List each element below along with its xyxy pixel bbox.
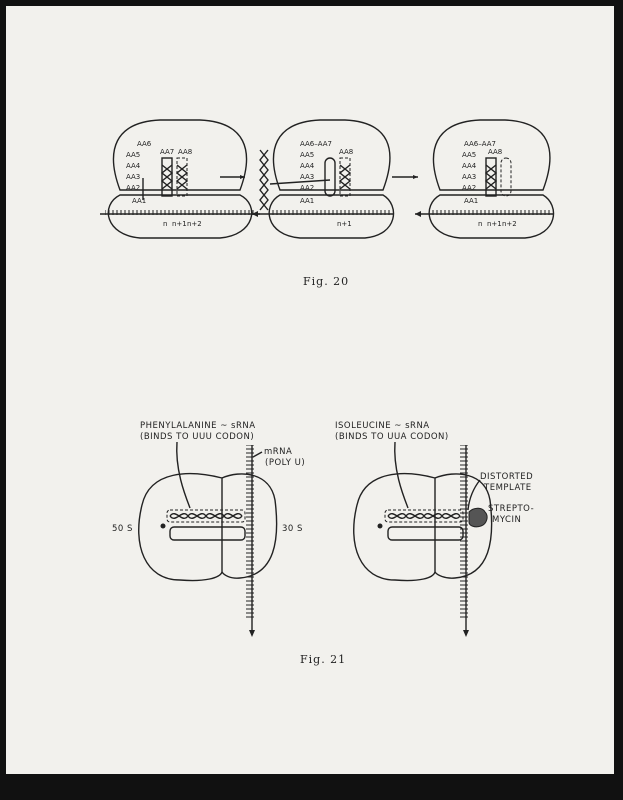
label-aa8: AA8 <box>339 148 353 156</box>
streptomycin-label: STREPTO- <box>488 504 534 514</box>
codon-binding-label: (BINDS TO UUA CODON) <box>335 432 449 442</box>
fig20-panel-1: AA6 AA5 AA4 AA3 AA2 AA1 AA7 AA8 n n+1 n+… <box>100 119 260 239</box>
label-aa2: AA2 <box>462 184 476 192</box>
label-aa1: AA1 <box>464 197 478 205</box>
codon-label: n+1 <box>487 220 502 228</box>
codon-label: n <box>478 220 482 228</box>
label-aa4: AA4 <box>300 162 315 170</box>
streptomycin-blob <box>468 507 488 528</box>
label-aa8: AA8 <box>488 148 502 156</box>
srna-label: ISOLEUCINE ~ sRNA <box>335 421 430 431</box>
label-aa6-aa7: AA6–AA7 <box>464 140 496 148</box>
codon-label: n+1 <box>172 220 187 228</box>
label-aa5: AA5 <box>300 151 314 159</box>
label-aa4: AA4 <box>126 162 141 170</box>
poly-u-label: (POLY U) <box>265 458 305 468</box>
document-page <box>6 6 614 774</box>
streptomycin-label: MYCIN <box>492 515 521 525</box>
50s-label: 50 S <box>112 524 133 534</box>
fig20-caption: Fig. 20 <box>303 275 349 288</box>
label-aa8: AA8 <box>178 148 192 156</box>
30s-label: 30 S <box>282 524 303 534</box>
label-aa5: AA5 <box>462 151 476 159</box>
released-srna <box>259 149 269 211</box>
label-aa7: AA7 <box>160 148 174 156</box>
fig20-panel-2: AA6–AA7 AA5 AA4 AA3 AA2 AA1 AA8 n+1 <box>252 119 395 239</box>
fig21-caption: Fig. 21 <box>300 653 346 666</box>
codon-label: n+2 <box>502 220 517 228</box>
fig21-left: PHENYLALANINE ~ sRNA (BINDS TO UUU CODON… <box>112 421 305 637</box>
codon-label: n <box>163 220 167 228</box>
template-label: TEMPLATE <box>483 483 532 493</box>
label-aa6-aa7: AA6–AA7 <box>300 140 332 148</box>
label-aa2: AA2 <box>126 184 140 192</box>
fig20-panel-3: AA6–AA7 AA5 AA4 AA3 AA2 AA1 AA8 n n+1 n+… <box>415 119 555 239</box>
mrna-label: mRNA <box>264 447 292 457</box>
label-aa3: AA3 <box>300 173 314 181</box>
label-aa3: AA3 <box>462 173 476 181</box>
label-aa4: AA4 <box>462 162 477 170</box>
label-aa2: AA2 <box>300 184 314 192</box>
label-aa3: AA3 <box>126 173 140 181</box>
codon-binding-label: (BINDS TO UUU CODON) <box>140 432 254 442</box>
label-aa5: AA5 <box>126 151 140 159</box>
label-aa1: AA1 <box>132 197 146 205</box>
codon-label: n+1 <box>337 220 352 228</box>
label-aa6: AA6 <box>137 140 152 148</box>
label-aa1: AA1 <box>300 197 314 205</box>
srna-label: PHENYLALANINE ~ sRNA <box>140 421 256 431</box>
distorted-label: DISTORTED <box>480 472 533 482</box>
fig21-right: ISOLEUCINE ~ sRNA (BINDS TO UUA CODON) D… <box>335 421 534 637</box>
codon-label: n+2 <box>187 220 202 228</box>
